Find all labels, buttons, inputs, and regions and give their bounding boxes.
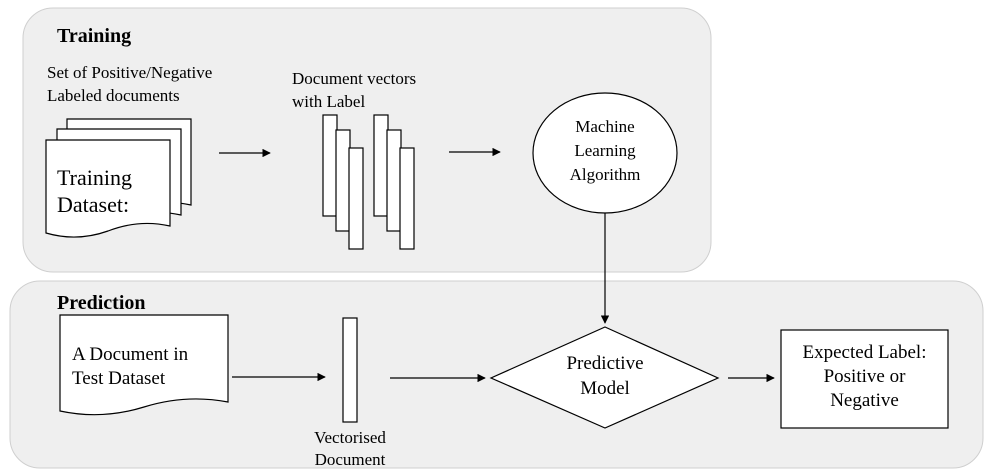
algorithm-line1: Machine — [575, 117, 635, 136]
test-doc-line2: Test Dataset — [72, 368, 166, 389]
vectorised-label-line2: Document — [314, 450, 386, 469]
algorithm-line3: Algorithm — [569, 165, 641, 184]
model-line1: Predictive — [566, 353, 644, 374]
test-document-shape — [59, 314, 229, 416]
prediction-title: Prediction — [57, 292, 146, 314]
output-line3: Negative — [830, 390, 899, 411]
output-line1: Expected Label: — [802, 342, 927, 363]
training-dataset-line1: Training — [57, 165, 132, 190]
document-vectors — [322, 114, 415, 250]
training-panel — [22, 7, 712, 273]
vectorised-document-bar — [342, 317, 358, 423]
algorithm-line2: Learning — [574, 141, 636, 160]
test-doc-line1: A Document in — [72, 344, 189, 365]
training-title: Training — [57, 25, 132, 47]
vectors-label-line2: with Label — [292, 92, 366, 111]
training-docs-label-line1: Set of Positive/Negative — [47, 63, 213, 82]
training-dataset-line2: Dataset: — [57, 192, 130, 217]
vectors-label-line1: Document vectors — [292, 69, 417, 88]
training-docs-label-line2: Labeled documents — [47, 86, 180, 105]
predictive-model-diamond — [489, 326, 720, 429]
prediction-panel — [9, 280, 984, 469]
training-document-stack — [45, 118, 192, 238]
vectorised-label-line1: Vectorised — [314, 428, 386, 447]
output-line2: Positive or — [823, 366, 906, 387]
model-line2: Model — [580, 378, 630, 399]
output-box — [780, 329, 949, 429]
